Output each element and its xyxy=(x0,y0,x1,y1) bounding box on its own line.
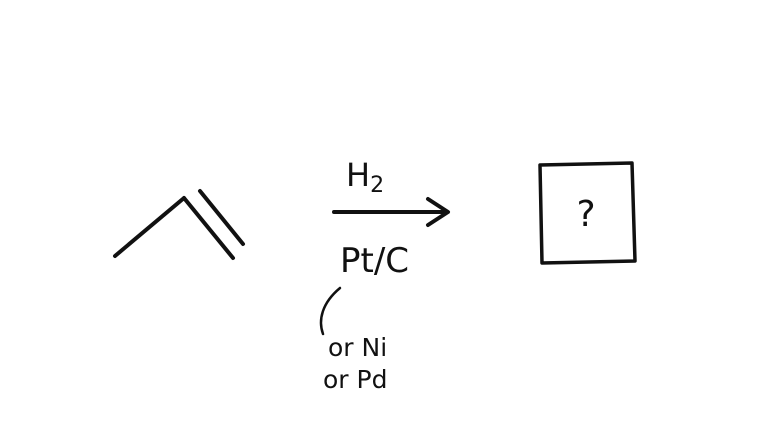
single-bond xyxy=(113,196,186,258)
reagent-h: H xyxy=(346,156,370,194)
catalyst-label: Pt/C xyxy=(340,241,409,281)
arrow-head xyxy=(426,197,450,227)
alt-catalyst-pd: or Pd xyxy=(323,365,387,394)
alt-catalyst-ni: or Ni xyxy=(328,333,387,362)
double-bond-inner xyxy=(198,189,245,246)
alternatives-bracket xyxy=(319,286,342,336)
product-box xyxy=(538,161,637,265)
reagent-subscript: 2 xyxy=(370,173,384,198)
product-question-mark: ? xyxy=(576,194,595,235)
double-bond-outer xyxy=(182,196,235,260)
propene-structure xyxy=(113,189,245,260)
reagent-label: H2 xyxy=(346,156,384,198)
reaction-arrow xyxy=(332,197,450,227)
